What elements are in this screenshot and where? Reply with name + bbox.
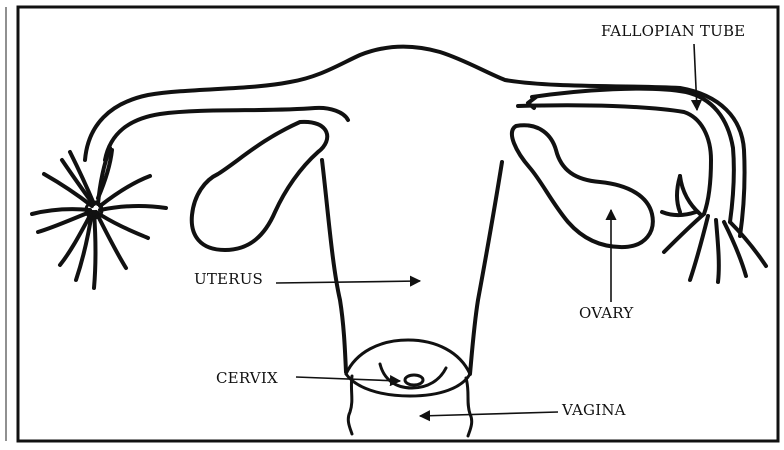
vagina-left-wall: [348, 376, 352, 434]
fallopian-tube-arrow: [694, 44, 697, 110]
vagina-label: VAGINA: [562, 403, 626, 418]
uterus-left-wall: [322, 160, 346, 372]
fallopian-tube-label: FALLOPIAN TUBE: [601, 24, 745, 39]
cervix-os: [405, 375, 423, 385]
left-ovary: [192, 122, 327, 250]
diagram-frame: [18, 7, 778, 441]
uterus-outline: [85, 47, 745, 236]
right-tube-lower-edge: [518, 105, 711, 214]
cervix-label: CERVIX: [216, 371, 278, 386]
uterus-right-wall: [470, 162, 502, 374]
right-ovary: [512, 125, 653, 247]
ovary-label: OVARY: [579, 306, 633, 321]
right-tube-stub: [528, 97, 536, 108]
uterus-arrow: [276, 281, 420, 283]
right-fimbriae: [662, 176, 766, 282]
vagina-arrow: [420, 412, 558, 416]
left-tube-inner-edge: [105, 108, 348, 160]
uterus-label: UTERUS: [194, 272, 263, 287]
vagina-right-wall: [466, 378, 472, 436]
